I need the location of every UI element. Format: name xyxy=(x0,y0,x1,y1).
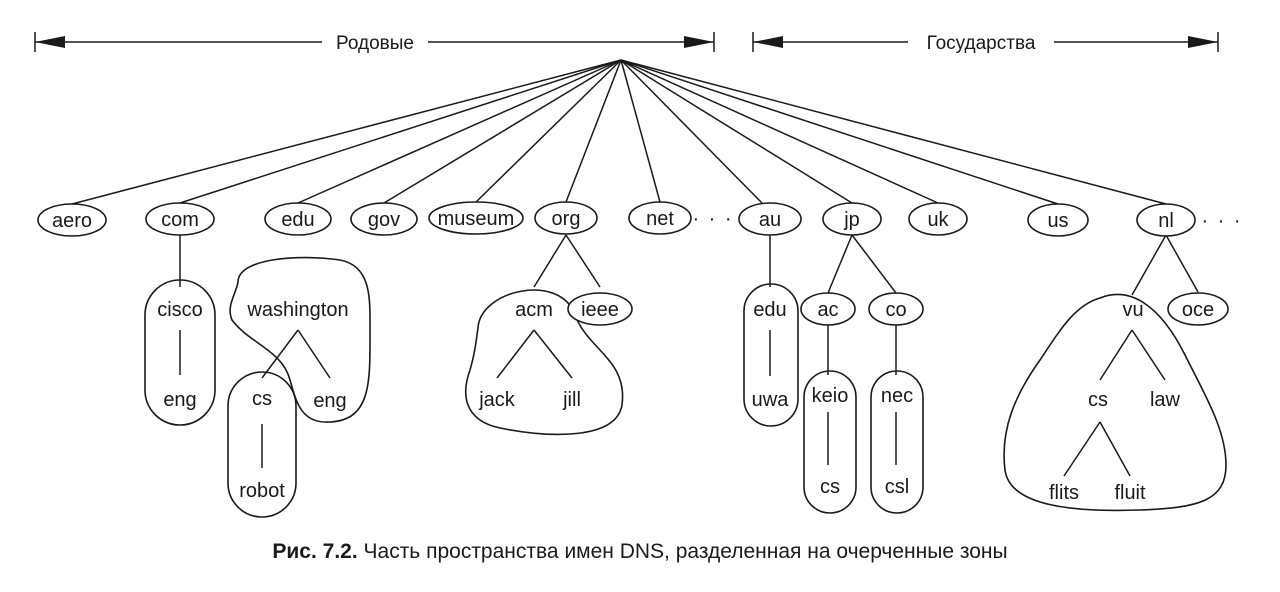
zone-acm xyxy=(464,289,624,436)
node-co: co xyxy=(868,292,924,326)
figure-caption-text: Часть пространства имен DNS, разделенная… xyxy=(363,540,1008,563)
node-oce: oce xyxy=(1167,292,1229,326)
node-edu: edu xyxy=(264,202,332,236)
arrowhead-right xyxy=(684,36,714,48)
label-vu-cs: cs xyxy=(1088,389,1108,411)
node-aero: aero xyxy=(37,203,107,237)
root-edges xyxy=(71,59,1167,205)
zone-vu xyxy=(1003,293,1227,512)
svg-text:uk: uk xyxy=(927,209,949,231)
label-vu: vu xyxy=(1122,299,1143,321)
label-keio-cs: cs xyxy=(820,476,840,498)
node-gov: gov xyxy=(350,202,418,236)
label-law: law xyxy=(1150,389,1181,411)
svg-text:us: us xyxy=(1047,210,1068,232)
top-level-domains: aero com edu gov museum org net · · · au… xyxy=(37,201,1242,237)
label-robot: robot xyxy=(239,480,285,502)
zone-nec xyxy=(870,370,924,514)
zone-outlines xyxy=(144,256,1227,518)
svg-text:nl: nl xyxy=(1158,210,1174,232)
ellipsis-generic: · · · xyxy=(692,208,733,230)
node-museum: museum xyxy=(428,201,524,235)
label-jill: jill xyxy=(562,389,581,411)
zone-keio xyxy=(803,370,857,514)
label-nec: nec xyxy=(881,385,913,407)
label-washington: washington xyxy=(246,299,348,321)
node-nl: nl xyxy=(1136,203,1196,237)
header-countries-span: Государства xyxy=(752,32,1219,54)
node-uk: uk xyxy=(908,202,968,236)
arrowhead-left xyxy=(753,36,783,48)
svg-text:oce: oce xyxy=(1182,299,1214,321)
zone-cs-robot xyxy=(227,371,297,518)
figure-caption: Рис. 7.2. Часть пространства имен DNS, р… xyxy=(0,540,1280,564)
node-ieee: ieee xyxy=(567,292,633,326)
label-csl: csl xyxy=(885,476,909,498)
label-washington-cs: cs xyxy=(252,388,272,410)
subtree-edges xyxy=(179,234,1199,477)
label-acm: acm xyxy=(515,299,553,321)
label-fluit: fluit xyxy=(1114,482,1146,504)
zone-au-edu xyxy=(743,283,799,427)
zone-cisco xyxy=(144,279,216,426)
svg-text:au: au xyxy=(759,209,781,231)
svg-text:ieee: ieee xyxy=(581,299,619,321)
svg-text:co: co xyxy=(885,299,906,321)
label-cisco-eng: eng xyxy=(163,389,196,411)
node-com: com xyxy=(145,202,215,236)
svg-text:gov: gov xyxy=(368,209,400,231)
svg-text:jp: jp xyxy=(843,209,860,231)
node-ac: ac xyxy=(800,292,856,326)
node-au: au xyxy=(738,202,802,236)
label-cisco: cisco xyxy=(157,299,203,321)
svg-text:org: org xyxy=(552,208,581,230)
label-keio: keio xyxy=(812,385,849,407)
label-flits: flits xyxy=(1049,482,1079,504)
header-countries-label: Государства xyxy=(927,33,1036,54)
arrowhead-right xyxy=(1188,36,1218,48)
svg-text:com: com xyxy=(161,209,199,231)
svg-text:aero: aero xyxy=(52,210,92,232)
header-generic-span: Родовые xyxy=(34,32,715,54)
node-net: net xyxy=(628,201,692,235)
node-jp: jp xyxy=(822,202,882,236)
node-org: org xyxy=(534,201,598,235)
arrowhead-left xyxy=(35,36,65,48)
ellipsis-countries: · · · xyxy=(1201,210,1242,232)
node-us: us xyxy=(1027,203,1089,237)
svg-text:museum: museum xyxy=(438,208,515,230)
label-uwa: uwa xyxy=(752,389,790,411)
figure-caption-label: Рис. 7.2. xyxy=(272,540,358,563)
label-jack: jack xyxy=(478,389,516,411)
zone-washington xyxy=(229,256,371,423)
subdomain-labels: cisco eng washington cs eng robot acm ie… xyxy=(157,292,1229,504)
label-washington-eng: eng xyxy=(313,390,346,412)
svg-text:net: net xyxy=(646,208,674,230)
svg-text:ac: ac xyxy=(817,299,838,321)
svg-text:edu: edu xyxy=(281,209,314,231)
label-au-edu: edu xyxy=(753,299,786,321)
header-generic-label: Родовые xyxy=(336,33,414,54)
